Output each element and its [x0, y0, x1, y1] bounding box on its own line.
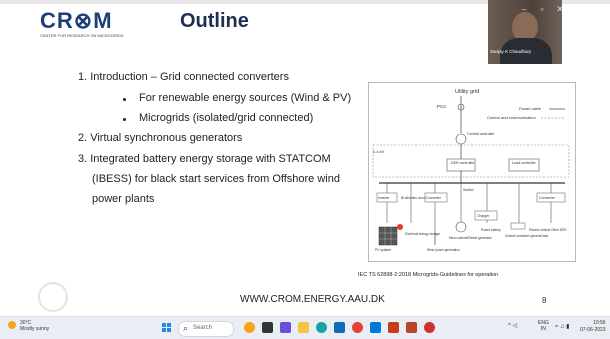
app-icon-2[interactable]: [406, 322, 417, 333]
lang-bottom: IN: [540, 326, 546, 332]
bullet-dot: [123, 118, 126, 121]
label-central-controller: Central controller: [467, 132, 495, 136]
bullet-dot: [123, 98, 126, 101]
maximize-icon[interactable]: ▫: [540, 4, 544, 14]
store-icon[interactable]: [334, 322, 345, 333]
participant-video[interactable]: Sanjay K Chaudhary: [488, 0, 562, 64]
outline-item: 1. Introduction – Grid connected convert…: [78, 71, 289, 83]
chrome-icon[interactable]: [352, 322, 363, 333]
outlook-icon[interactable]: [370, 322, 381, 333]
chevron-up-icon[interactable]: ^: [508, 323, 511, 329]
label-charger: Charger: [477, 214, 490, 218]
label-der-controller: DER controller: [451, 161, 475, 165]
microgrid-diagram: Utility grid PCC Power cable Control and…: [368, 82, 576, 262]
logo-subtitle: CENTER FOR RESEARCH ON MICROGRIDS: [40, 33, 124, 38]
label-inverter: Inverter: [378, 196, 390, 200]
participant-name: Sanjay K Chaudhary: [490, 49, 532, 54]
network-volume-battery-icons[interactable]: ≈ ♫ ▮: [555, 324, 570, 330]
label-power-battery: Power battery: [481, 228, 501, 232]
app-icon-3[interactable]: [424, 322, 435, 333]
footer-url: WWW.CROM.ENERGY.AAU.DK: [240, 294, 385, 305]
diagram-caption: IEC TS 62898-2:2018 Microgrids-Guideline…: [358, 272, 499, 278]
minimize-icon[interactable]: –: [521, 4, 527, 14]
label-electrical-storage: Electrical energy storage: [405, 232, 440, 236]
label-utility-grid: Utility grid: [455, 89, 479, 95]
slide-title: Outline: [180, 10, 249, 32]
clock-time: 10:56: [593, 320, 606, 326]
lang-top: ENG: [538, 320, 549, 326]
participant-body: [500, 38, 552, 64]
label-control-comm: Control and communication: [487, 115, 536, 120]
presentation-slide: CR⊗M CENTER FOR RESEARCH ON MICROGRIDS O…: [0, 0, 610, 312]
start-button[interactable]: [162, 323, 172, 333]
app-icon-1[interactable]: [244, 322, 255, 333]
powerpoint-icon[interactable]: [388, 322, 399, 333]
label-load-controller: Load controller: [512, 161, 537, 165]
outline-item: 3. Integrated battery energy storage wit…: [78, 153, 331, 165]
sun-icon: [8, 321, 16, 329]
search-icon: ⌕: [183, 323, 189, 333]
weather-condition: Mostly sunny: [20, 326, 50, 332]
file-explorer-icon[interactable]: [298, 322, 309, 333]
label-power-cable: Power cable: [519, 106, 542, 111]
edge-icon[interactable]: [316, 322, 327, 333]
slide-top-border: [0, 0, 610, 4]
search-placeholder: Search: [193, 325, 213, 331]
label-switch: Switch: [463, 188, 474, 192]
taskbar-clock[interactable]: 10:56 07-06-2023: [580, 320, 606, 334]
teams-icon[interactable]: [280, 322, 291, 333]
clock-date: 07-06-2023: [580, 327, 606, 333]
label-pv-system: PV system: [375, 248, 391, 252]
label-critical-load: Critical/ sensitive/ general load: [505, 234, 548, 238]
label-ev: Electric vehicle: [529, 228, 550, 232]
crom-logo: CR⊗M CENTER FOR RESEARCH ON MICROGRIDS: [40, 9, 130, 39]
temperature: 30°C: [20, 320, 32, 326]
outline-item-cont: (IBESS) for black start services from Of…: [92, 173, 340, 185]
label-bidirectional: Bi-direction converter: [401, 196, 432, 200]
watermark-logo: [38, 282, 68, 312]
outline-subitem: For renewable energy sources (Wind & PV): [139, 92, 352, 104]
outline-item: 2. Virtual synchronous generators: [78, 132, 243, 144]
label-other-der: Other DER: [551, 228, 567, 232]
outline-item-cont: power plants: [92, 193, 155, 205]
weather-text: 30°C Mostly sunny: [20, 320, 49, 332]
label-wind: Wind power generation: [427, 248, 460, 252]
label-pcc: PCC: [437, 104, 447, 109]
label-converter-2: Converter: [539, 196, 556, 200]
taskbar-search[interactable]: ⌕ Search: [178, 321, 234, 337]
task-view-icon[interactable]: [262, 322, 273, 333]
label-converter-1: Converter: [426, 196, 442, 200]
system-tray[interactable]: ^ ◁: [508, 322, 517, 329]
language-indicator[interactable]: ENG IN: [538, 320, 549, 332]
page-number: 8: [542, 296, 547, 305]
windows-taskbar: 30°C Mostly sunny ⌕ Search ^ ◁ ENG IN ≈ …: [0, 316, 610, 339]
logo-text: CR⊗M: [40, 8, 113, 33]
participant-head: [512, 12, 538, 42]
close-icon[interactable]: ✕: [556, 4, 564, 14]
outline-subitem: Microgrids (isolated/grid connected): [139, 112, 314, 124]
send-icon[interactable]: ◁: [512, 323, 518, 329]
label-micro-turbine: Micro turbine/Diesel generator: [449, 236, 493, 240]
label-voltage: 0.4 kV: [373, 149, 385, 154]
